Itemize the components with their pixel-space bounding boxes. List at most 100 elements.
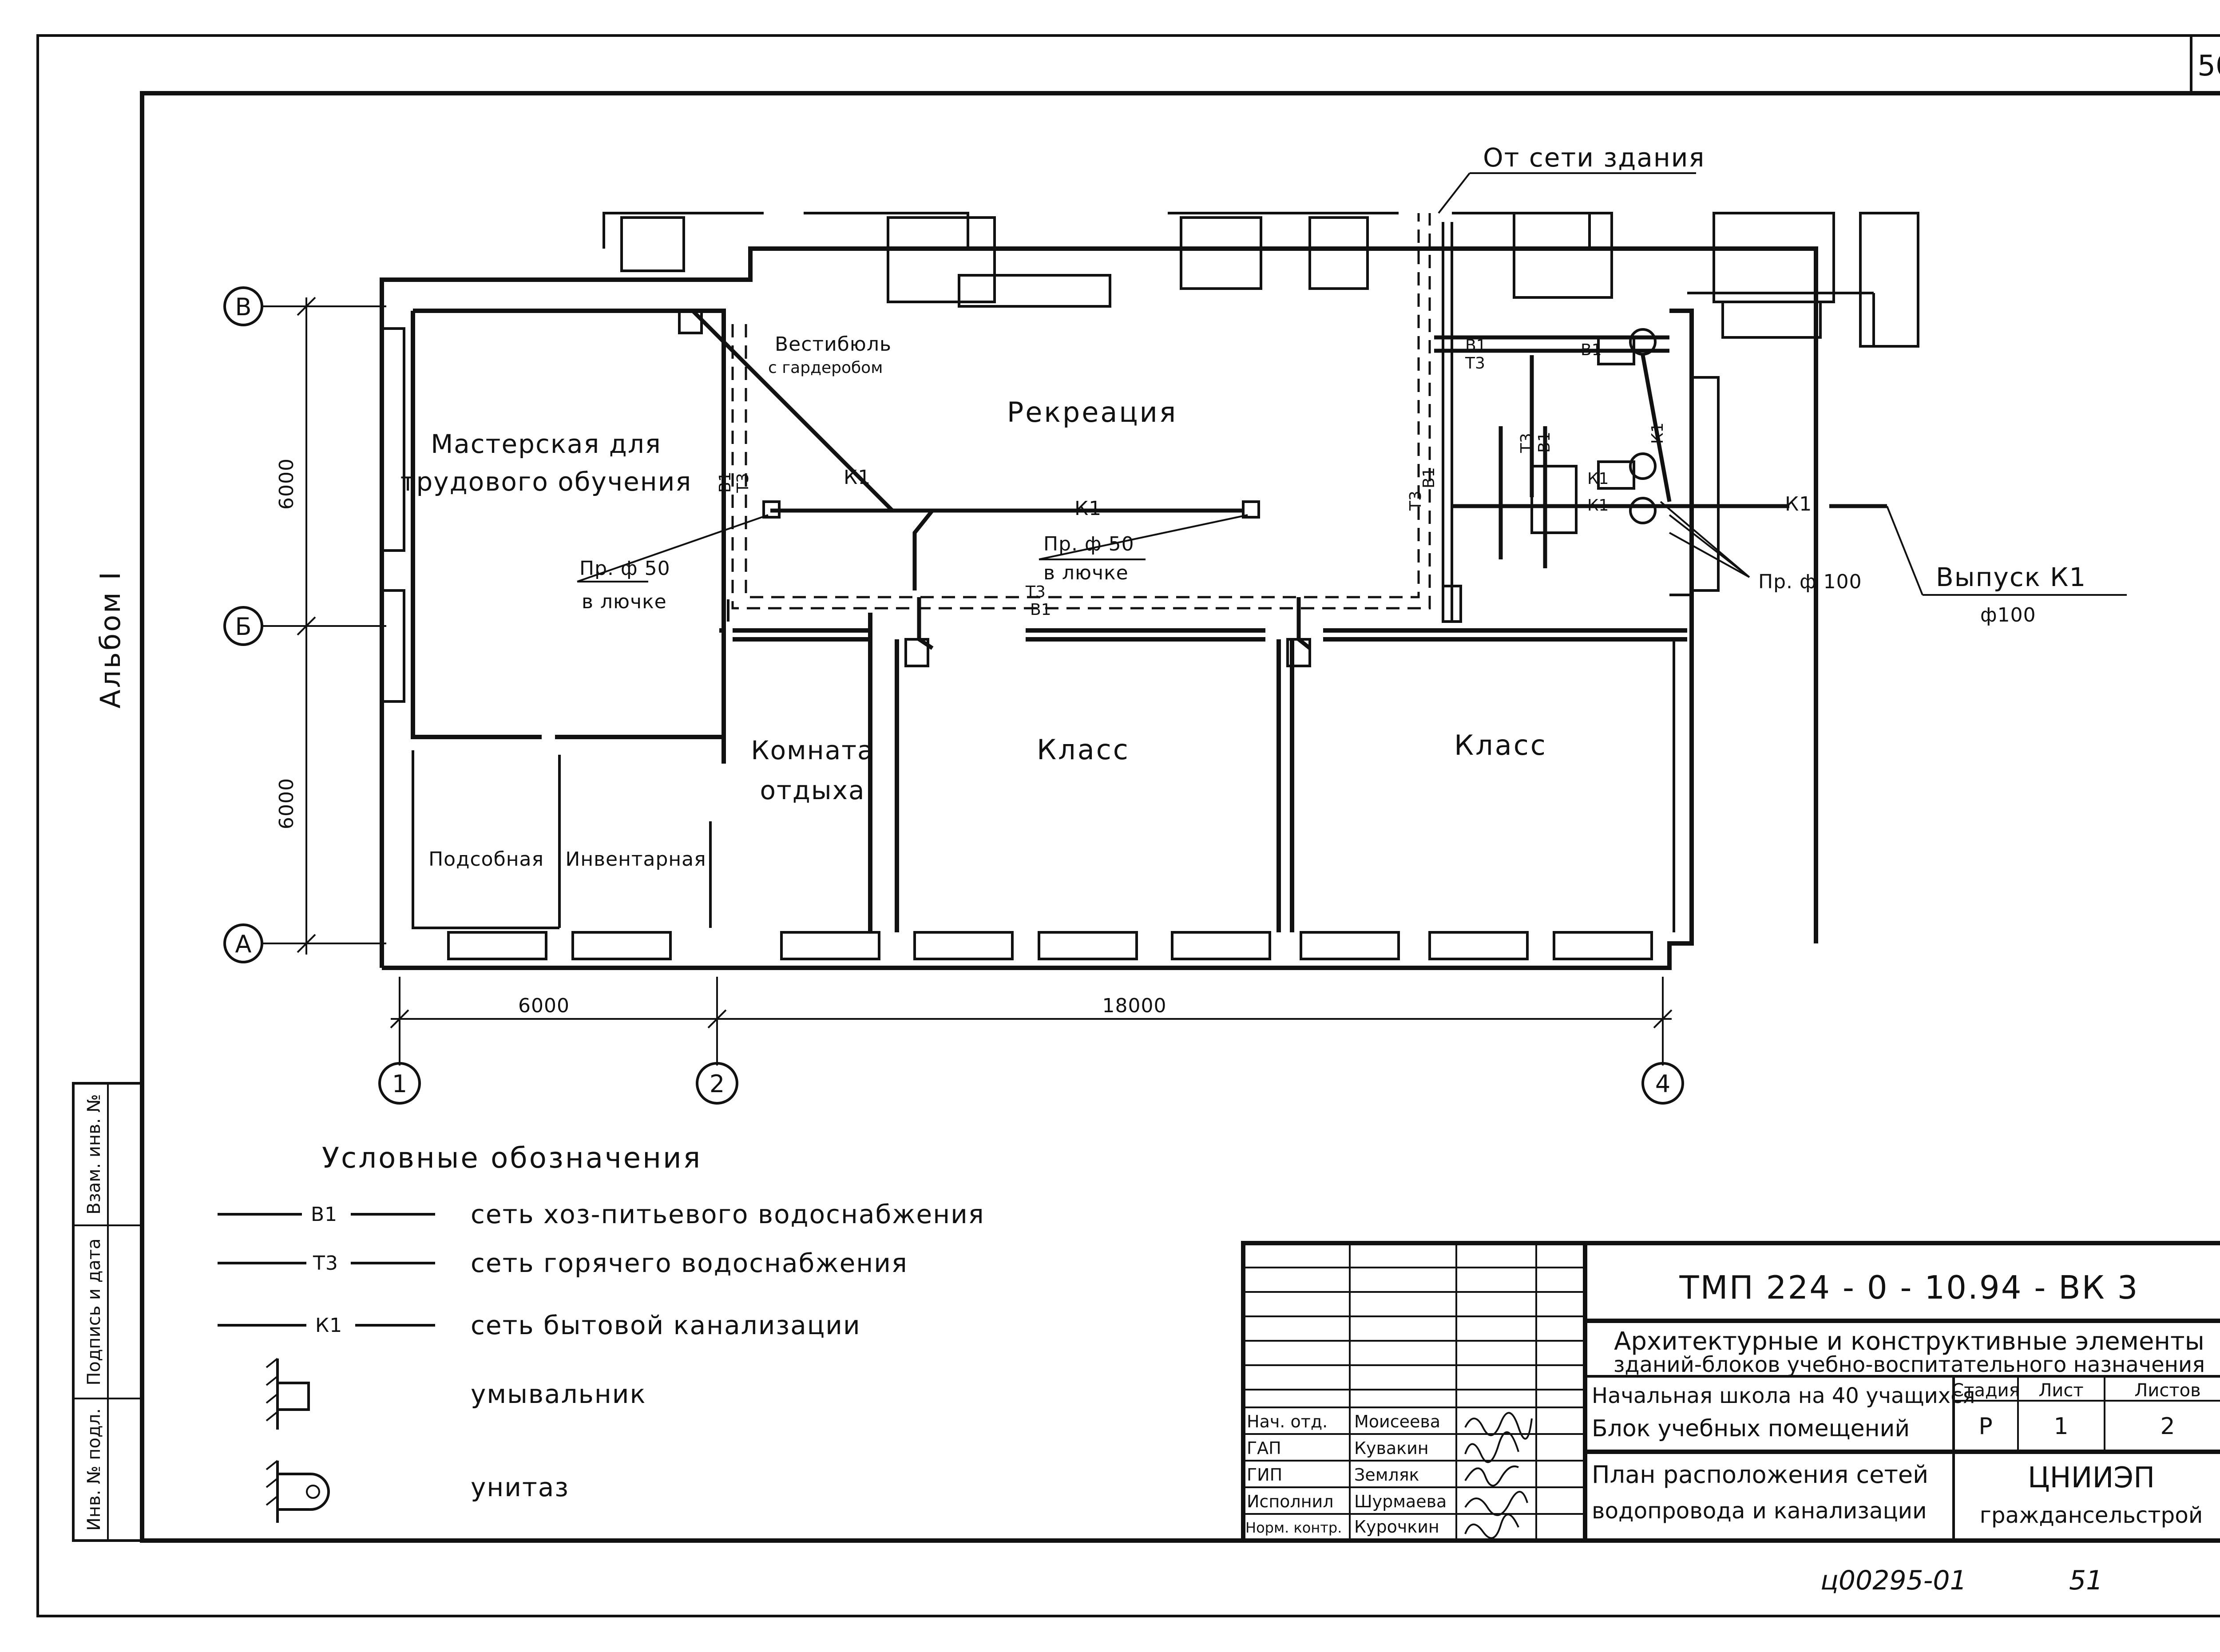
label-t3-east: Т3 <box>1465 354 1485 372</box>
margin-inv-number: Инв. № подл. <box>84 1408 104 1531</box>
tb-name-1: Кувакин <box>1354 1438 1429 1458</box>
windows <box>381 327 1720 960</box>
dimension-18000: 18000 <box>1102 994 1167 1017</box>
room-inventory: Инвентарная <box>565 848 706 871</box>
label-b1-east: В1 <box>1465 337 1487 355</box>
axis-bubble-4: 4 <box>1641 1062 1684 1105</box>
dimension-6000-horizontal: 6000 <box>518 994 570 1017</box>
archive-page: 51 <box>2069 1565 2103 1596</box>
legend-k1-text: сеть бытовой канализации <box>471 1310 861 1340</box>
label-k1-east: К1 <box>1785 493 1812 515</box>
room-rest-line1: Комната <box>751 735 874 765</box>
label-pr50-center-sub: в лючке <box>1043 562 1129 584</box>
tb-name-3: Шурмаева <box>1354 1492 1447 1511</box>
label-t3-toilet: Т3 <box>1518 433 1536 453</box>
legend-k1: К1 сеть бытовой канализации <box>218 1310 861 1340</box>
label-pr50-center: Пр. ф 50 <box>1043 533 1134 555</box>
tb-stage-value: Р <box>1978 1413 1992 1440</box>
margin-stamp <box>72 1082 143 1542</box>
archive-number: ц00295-01 <box>1820 1565 1967 1596</box>
axis-label-v: В <box>235 293 251 321</box>
legend-b1-code: В1 <box>311 1203 337 1226</box>
room-utility: Подсобная <box>428 848 544 871</box>
dimension-6000-lower: 6000 <box>275 778 298 829</box>
tb-drawing-line1: План расположения сетей <box>1592 1461 1928 1489</box>
margin-signature-date: Подпись и дата <box>84 1238 104 1385</box>
tb-role-1: ГАП <box>1247 1438 1281 1458</box>
label-t3-corridor: Т3 <box>1025 583 1046 601</box>
tb-org-line1: ЦНИИЭП <box>2028 1462 2155 1494</box>
room-vestibule-line2: с гардеробом <box>768 359 883 377</box>
tb-name-2: Земляк <box>1354 1465 1419 1485</box>
room-rest-line2: отдыха <box>760 775 865 805</box>
label-pr50-west: Пр. ф 50 <box>579 557 670 580</box>
axis-bubble-b: Б <box>223 606 263 646</box>
label-k1-toilet-2: К1 <box>1587 496 1609 515</box>
title-block <box>1241 1241 2220 1543</box>
tb-org-line2: граждансельстрой <box>1980 1502 2203 1528</box>
legend-k1-code: К1 <box>315 1314 342 1337</box>
tb-drawing-line2: водопровода и канализации <box>1592 1498 1927 1524</box>
tb-project-line1: Начальная школа на 40 учащихся <box>1592 1383 1975 1408</box>
label-b1-corridor: В1 <box>1030 601 1051 619</box>
legend-b1: В1 сеть хоз-питьевого водоснабжения <box>218 1199 985 1229</box>
album-label: Альбом I <box>94 570 127 709</box>
label-pr100: Пр. ф 100 <box>1758 570 1862 593</box>
axis-label-4: 4 <box>1655 1070 1670 1098</box>
tb-role-0: Нач. отд. <box>1247 1412 1328 1431</box>
sheet-frame <box>36 34 2220 1617</box>
axis-label-a: А <box>235 930 252 958</box>
tb-role-4: Норм. контр. <box>1245 1519 1342 1536</box>
tb-project-line2: Блок учебных помещений <box>1592 1415 1910 1442</box>
dimension-6000-upper: 6000 <box>275 458 298 510</box>
room-recreation: Рекреация <box>1007 396 1177 428</box>
margin-replace-inv: Взам. инв. № <box>84 1094 104 1215</box>
label-k1-toilet-1: К1 <box>1587 470 1609 488</box>
tb-sheets-label: Листов <box>2134 1380 2200 1401</box>
axis-label-2: 2 <box>710 1070 725 1098</box>
room-class-2: Класс <box>1454 729 1547 761</box>
label-pr50-west-sub: в лючке <box>582 590 667 613</box>
axis-bubble-a: А <box>223 923 263 963</box>
label-t3-riser: Т3 <box>1407 491 1425 511</box>
fixtures <box>678 309 1657 667</box>
label-outlet-diameter: ф100 <box>1980 604 2036 626</box>
label-b1-west: В1 <box>716 471 734 493</box>
legend-t3: Т3 сеть горячего водоснабжения <box>218 1248 908 1278</box>
label-k1-vestibule: К1 <box>844 466 871 489</box>
legend-t3-code: Т3 <box>313 1252 338 1275</box>
tb-name-4: Курочкин <box>1354 1517 1439 1537</box>
sheet-number: 50 <box>2197 50 2220 83</box>
leader-lines <box>577 172 2127 596</box>
label-k1-recreation: К1 <box>1074 497 1102 520</box>
stamp-code: ТМП 224 - 0 - 10.94 - ВК 3 <box>1679 1269 2139 1306</box>
axis-grid <box>262 297 1673 1066</box>
room-workshop-line2: трудового обучения <box>400 467 692 497</box>
label-from-network: От сети здания <box>1483 143 1705 173</box>
room-vestibule-line1: Вестибюль <box>775 333 892 356</box>
signatures <box>1464 1412 1533 1539</box>
tb-description-line2: зданий-блоков учебно-воспитательного наз… <box>1613 1352 2205 1377</box>
legend-title: Условные обозначения <box>322 1142 702 1175</box>
tb-sheet-label: Лист <box>2038 1380 2083 1401</box>
tb-role-2: ГИП <box>1247 1465 1282 1485</box>
legend-toilet: унитаз <box>471 1472 569 1502</box>
axis-label-1: 1 <box>392 1070 407 1098</box>
axis-label-b: Б <box>235 613 251 641</box>
water-pipes <box>731 213 1669 650</box>
label-b1-toilet: В1 <box>1581 341 1602 359</box>
room-class-1: Класс <box>1037 733 1130 766</box>
label-t3-west: Т3 <box>734 473 752 493</box>
tb-sheets-value: 2 <box>2160 1413 2175 1440</box>
legend-washbasin: умывальник <box>471 1379 646 1409</box>
legend-b1-text: сеть хоз-питьевого водоснабжения <box>471 1199 985 1229</box>
legend-t3-text: сеть горячего водоснабжения <box>471 1248 908 1278</box>
label-b1-toilet-v: В1 <box>1535 432 1554 453</box>
tb-stage-label: Стадия <box>1951 1380 2019 1401</box>
axis-bubble-2: 2 <box>696 1062 738 1105</box>
label-outlet: Выпуск К1 <box>1936 562 2086 592</box>
label-k1-vertical: К1 <box>1649 423 1667 444</box>
tb-role-3: Исполнил <box>1247 1492 1334 1511</box>
washbasin-symbol <box>266 1358 310 1430</box>
room-workshop-line1: Мастерская для <box>431 429 662 459</box>
